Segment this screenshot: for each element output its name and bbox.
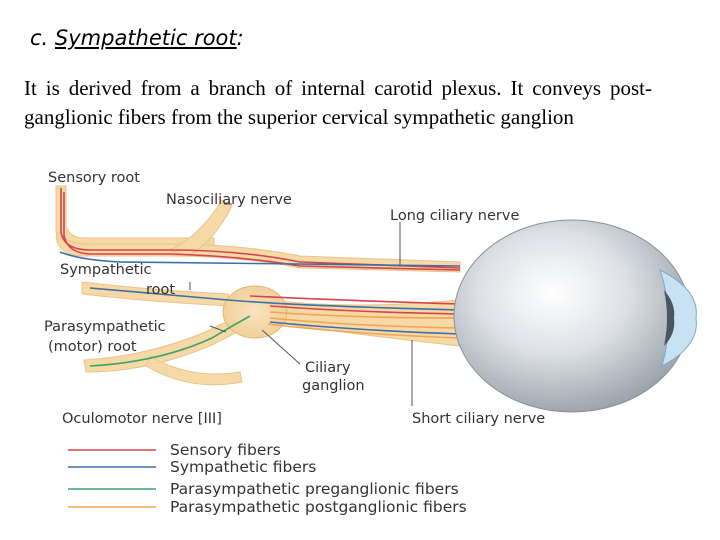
eyeball-globe <box>453 219 691 413</box>
label-parasympathetic-root-2: (motor) root <box>48 339 137 355</box>
label-short-ciliary-nerve: Short ciliary nerve <box>412 411 545 427</box>
leader-lines <box>189 203 413 406</box>
legend-label-sympathetic: Sympathetic fibers <box>170 458 316 476</box>
fiber-legend: Sensory fibers Sympathetic fibers Parasy… <box>68 441 467 516</box>
iris <box>664 290 675 346</box>
label-oculomotor-nerve: Oculomotor nerve [III] <box>62 411 222 427</box>
leader-ciliary-ganglion <box>261 329 301 365</box>
nasociliary-nerve-branch <box>168 199 233 257</box>
sensory-fiber-3 <box>249 295 461 305</box>
legend-label-sensory: Sensory fibers <box>170 441 281 459</box>
label-sympathetic-root-2: root <box>146 282 175 298</box>
legend-label-parasympathetic-post: Parasympathetic postganglionic fibers <box>170 498 467 516</box>
label-nasociliary-nerve: Nasociliary nerve <box>166 192 292 208</box>
label-long-ciliary-nerve: Long ciliary nerve <box>390 208 519 224</box>
parasympathetic-post-fiber-3 <box>267 323 461 339</box>
sympathetic-fiber-2 <box>59 251 461 267</box>
parasympathetic-post-fiber-1 <box>269 311 461 319</box>
heading-prefix: c. <box>30 26 55 50</box>
sympathetic-fiber-1 <box>89 287 461 311</box>
label-sympathetic-root-1: Sympathetic <box>60 262 152 278</box>
parasympathetic-post-fiber-2 <box>269 317 461 329</box>
leader-parasympathetic-root <box>209 325 227 333</box>
slide-heading: c. Sympathetic root: <box>30 26 244 50</box>
parasympathetic-pre-fiber <box>89 315 251 367</box>
heading-suffix: : <box>236 26 244 50</box>
legend-label-parasympathetic-pre: Parasympathetic preganglionic fibers <box>170 480 459 498</box>
body-paragraph: It is derived from a branch of internal … <box>24 76 652 129</box>
label-sensory-root: Sensory root <box>48 170 140 186</box>
nasociliary-nerve-trunk <box>55 231 461 273</box>
eyeball <box>453 219 697 413</box>
oculomotor-nerve-branch <box>145 355 243 386</box>
sympathetic-fiber-3 <box>269 321 461 335</box>
sensory-fiber-4 <box>269 305 461 315</box>
label-ciliary-ganglion-2: ganglion <box>302 378 365 394</box>
heading-title: Sympathetic root <box>54 26 237 50</box>
sensory-fiber-2 <box>63 192 461 271</box>
label-parasympathetic-root-1: Parasympathetic <box>44 319 166 335</box>
label-ciliary-ganglion-1: Ciliary <box>305 360 351 376</box>
fiber-lines <box>59 188 461 367</box>
